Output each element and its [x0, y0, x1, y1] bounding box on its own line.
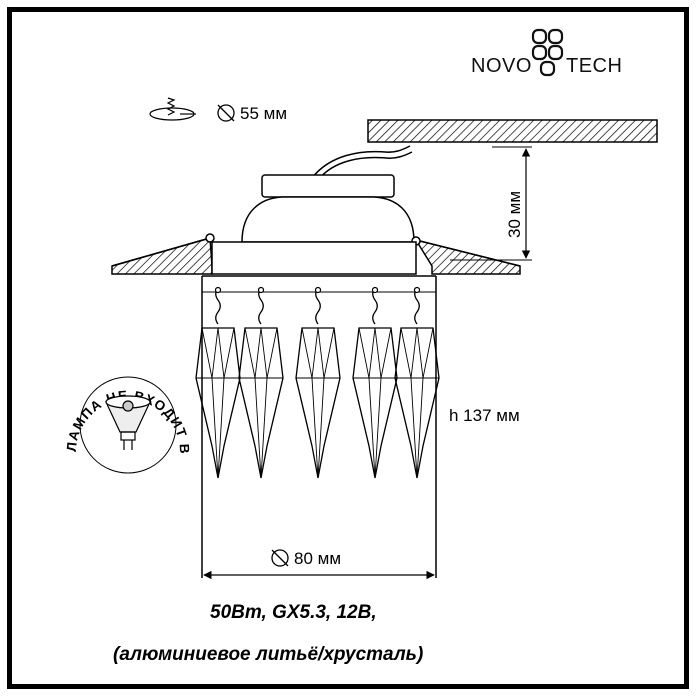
badge-text-path: ЛАМПА НЕ ВХОДИТ В КОМПЛЕКТ: [0, 0, 191, 455]
brand-right: TECH: [566, 55, 622, 77]
crystal-pendants: [195, 286, 440, 479]
depth-label: 30 мм: [505, 191, 524, 238]
crystal-pendant: [295, 286, 341, 479]
badge-text: ЛАМПА НЕ ВХОДИТ В КОМПЛЕКТ: [0, 0, 192, 455]
halogen-lamp-icon: [105, 395, 151, 450]
logo-mark-icon: [531, 28, 564, 77]
brand-left: NOVO: [471, 55, 532, 77]
crystal-pendant: [394, 286, 440, 479]
diameter-icon: [271, 549, 289, 567]
spec-line-1: 50Bт, GX5.3, 12В,: [210, 602, 377, 623]
brand-logo: NOVO TECH: [471, 28, 622, 77]
fixture-body: [111, 145, 521, 578]
width-dimension: 80 мм: [203, 549, 435, 580]
spec-line-2: (алюминиевое литьё/хрусталь): [113, 644, 423, 665]
height-label: h 137 мм: [449, 406, 520, 425]
ceiling-slab: [367, 119, 658, 143]
crystal-pendant: [238, 286, 284, 479]
cutout-diameter-label: 55 мм: [240, 104, 287, 123]
ceiling-hole-icon: [149, 97, 196, 121]
cutout-indicator: 55 мм: [149, 97, 287, 123]
crystal-pendant: [352, 286, 398, 479]
depth-dimension: 30 мм: [450, 146, 532, 261]
diameter-icon: [217, 104, 235, 122]
diameter-label: 80 мм: [294, 549, 341, 568]
lamp-not-included-badge: ЛАМПА НЕ ВХОДИТ В КОМПЛЕКТ: [0, 0, 192, 474]
